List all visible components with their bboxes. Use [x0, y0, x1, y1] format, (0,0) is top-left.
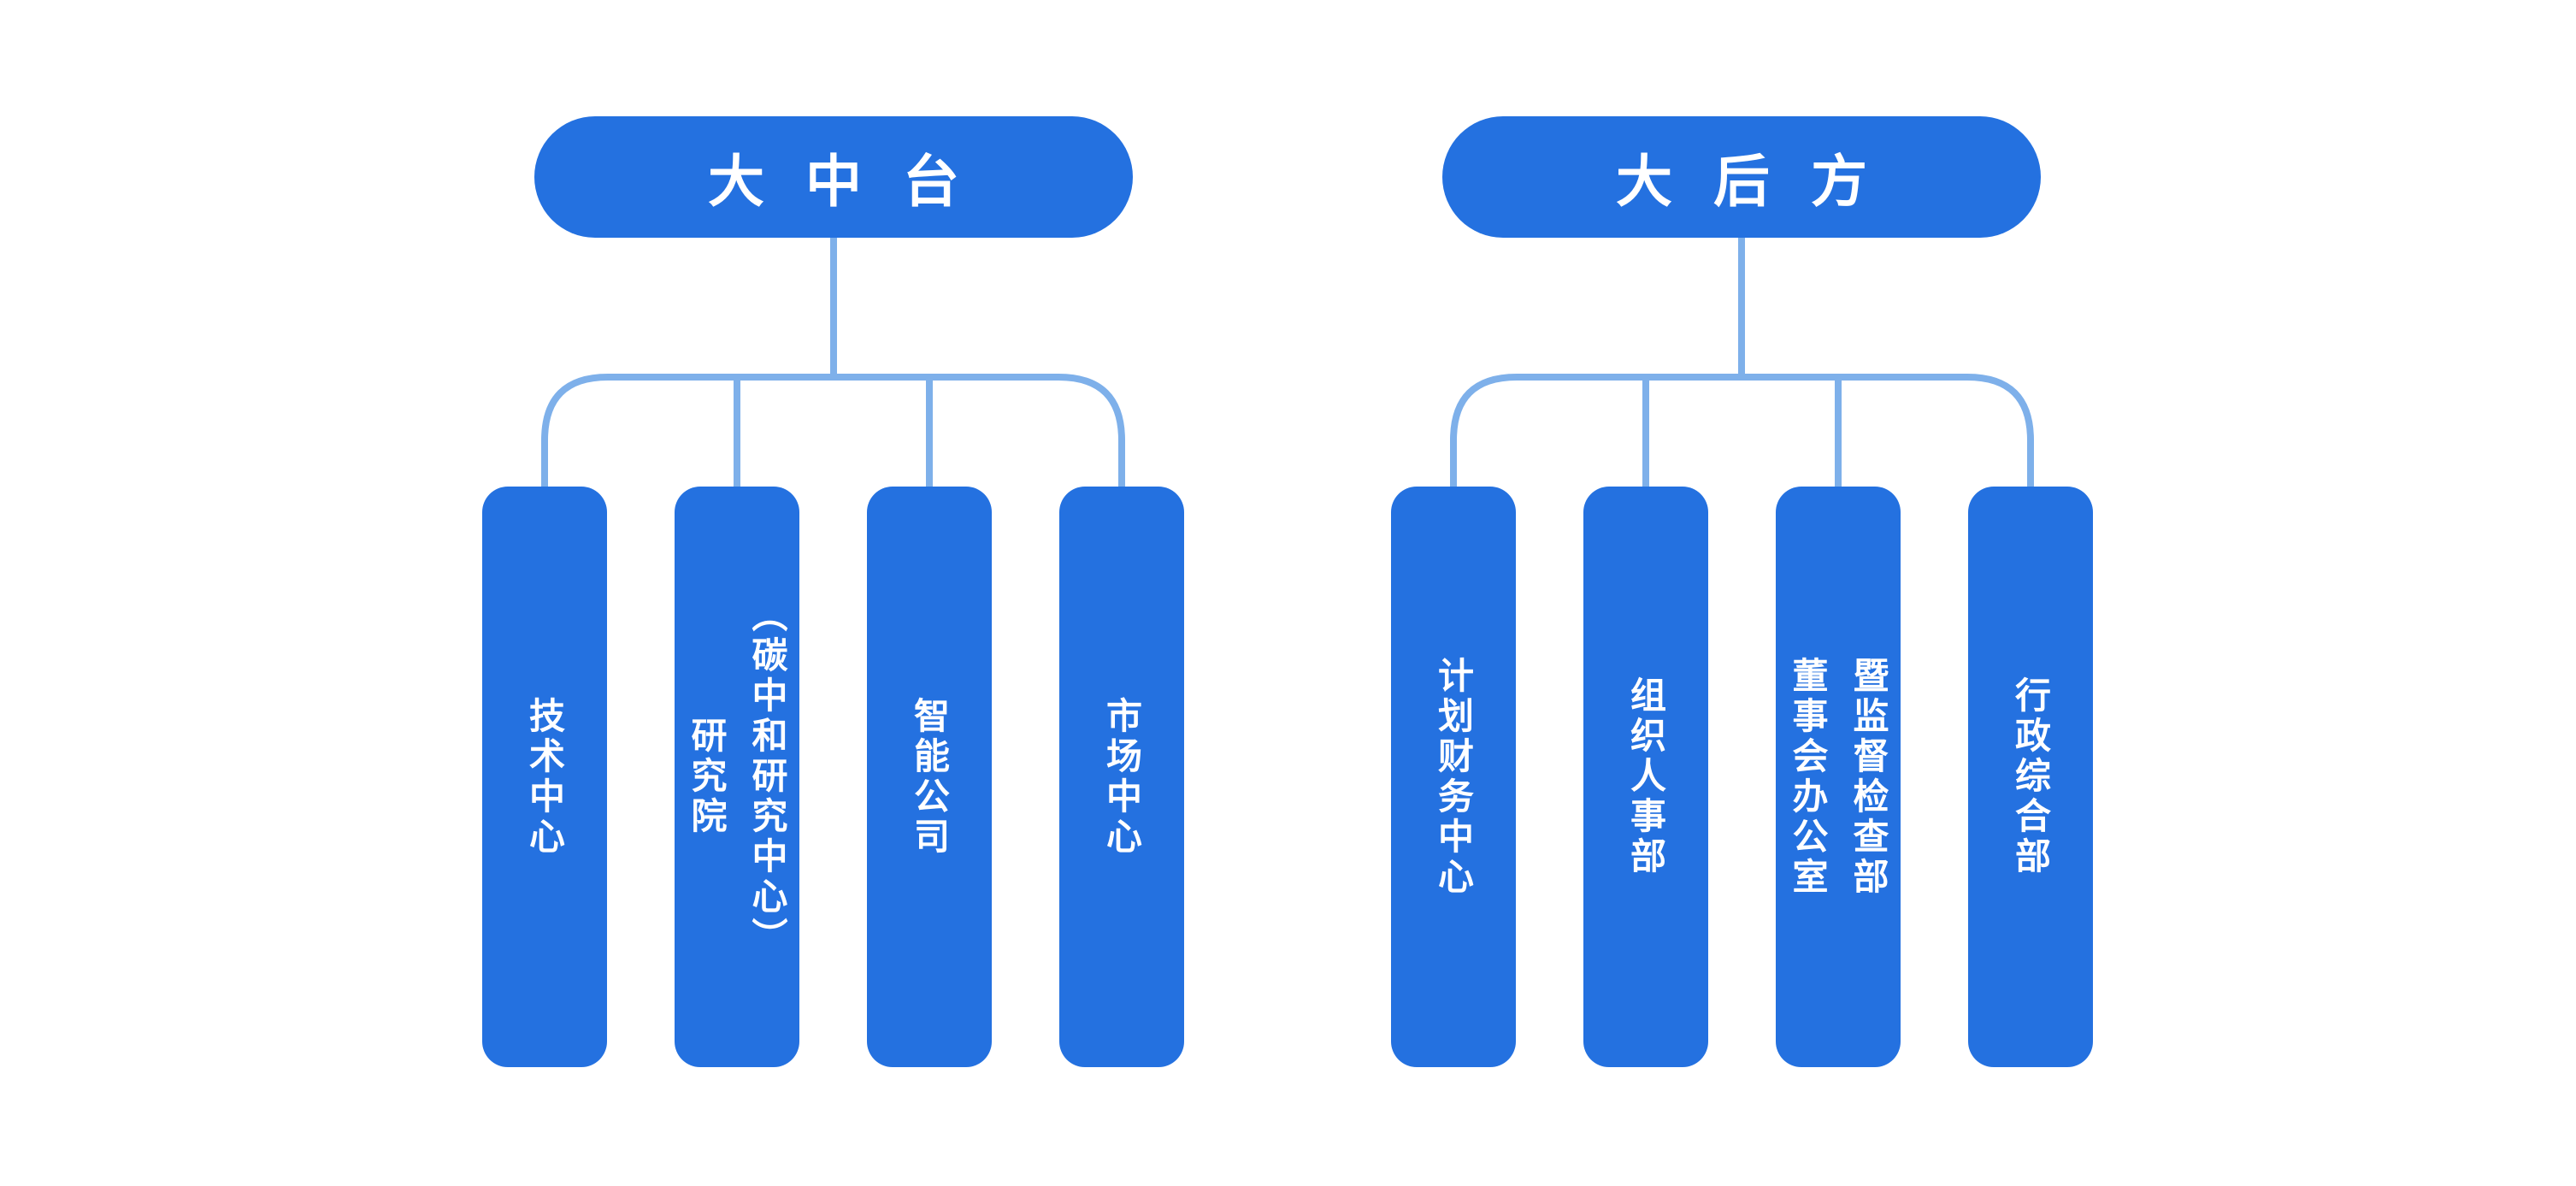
- root-label: 大中台: [708, 150, 1000, 213]
- root-node-da-hou-fang: 大后方: [1442, 116, 2041, 238]
- connector-bus-left: [541, 374, 1125, 489]
- child-node-intelligent-company: 智能公司: [867, 487, 992, 1067]
- child-node-market-center: 市场中心: [1059, 487, 1184, 1067]
- child-label-line: 董事会办公室: [1788, 656, 1828, 898]
- child-label-line: 研究院: [687, 717, 727, 837]
- root-label: 大后方: [1616, 150, 1908, 213]
- child-label-line: 暨监督检查部: [1848, 656, 1889, 898]
- child-label-line: 行政综合部: [2010, 676, 2051, 877]
- child-label-line: 组织人事部: [1625, 676, 1666, 877]
- child-node-admin-general-dept: 行政综合部: [1968, 487, 2093, 1067]
- child-label-line: 市场中心: [1101, 696, 1142, 858]
- child-label-line: 技术中心: [524, 696, 565, 858]
- child-label-line: 智能公司: [909, 696, 950, 858]
- child-node-planning-finance-center: 计划财务中心: [1391, 487, 1516, 1067]
- child-node-technology-center: 技术中心: [482, 487, 607, 1067]
- root-node-da-zhong-tai: 大中台: [534, 116, 1133, 238]
- connector-bus-right: [1450, 374, 2034, 489]
- child-node-research-institute: 研究院 （碳中和研究中心）: [675, 487, 799, 1067]
- child-node-organization-personnel-dept: 组织人事部: [1583, 487, 1708, 1067]
- child-label-line: 计划财务中心: [1433, 656, 1474, 898]
- child-node-board-office-supervision-dept: 董事会办公室 暨监督检查部: [1776, 487, 1901, 1067]
- child-label-line: （碳中和研究中心）: [747, 596, 787, 958]
